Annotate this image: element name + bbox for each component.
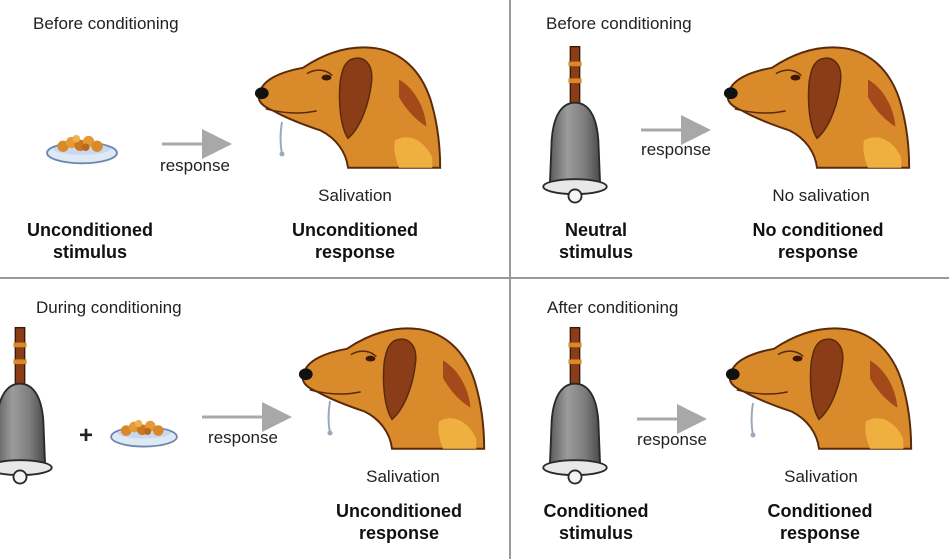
arrow-right-icon [641, 115, 711, 145]
bell-icon [0, 326, 53, 485]
panel-title: After conditioning [547, 298, 679, 317]
panel-title: During conditioning [36, 298, 182, 317]
result-caption: Salivation [784, 467, 858, 486]
panel-before-conditioning-bell: Before conditioning response No salivati… [511, 0, 949, 277]
arrow-right-icon [637, 404, 707, 434]
result-caption: No salivation [772, 186, 870, 205]
arrow-right-icon [162, 129, 232, 159]
panel-during-conditioning: During conditioning + response Salivatio… [0, 279, 509, 559]
dog-head-icon [722, 46, 911, 169]
drool-icon [750, 402, 756, 438]
bell-icon [542, 326, 608, 485]
panel-title: Before conditioning [546, 14, 692, 33]
panel-title: Before conditioning [33, 14, 179, 33]
food-bowl-icon [110, 419, 178, 448]
arrow-label: response [641, 140, 711, 159]
panel-after-conditioning: After conditioning response Salivation C… [511, 279, 949, 559]
panel-before-conditioning-food: Before conditioning response Salivation … [0, 0, 509, 277]
arrow-label: response [637, 430, 707, 449]
plus-sign: + [78, 422, 93, 449]
horizontal-divider [0, 277, 949, 279]
arrow-right-icon [202, 402, 292, 432]
result-caption: Salivation [318, 186, 392, 205]
bell-icon [542, 45, 608, 204]
food-bowl-icon [46, 134, 118, 165]
arrow-label: response [208, 428, 278, 447]
drool-icon [279, 121, 285, 157]
arrow-label: response [160, 156, 230, 175]
vertical-divider [509, 0, 511, 559]
drool-icon [327, 400, 333, 436]
result-caption: Salivation [366, 467, 440, 486]
